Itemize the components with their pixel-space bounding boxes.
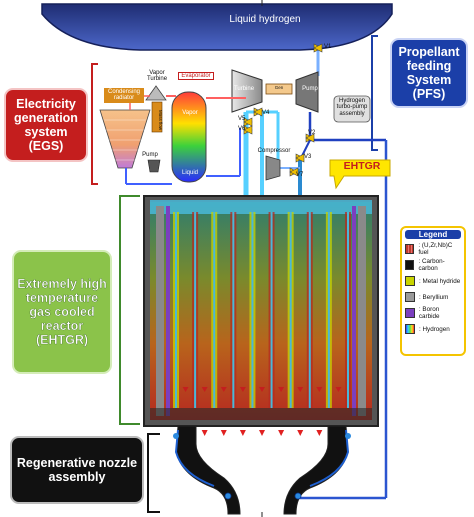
vapor-label: Vapor [182, 110, 198, 116]
flow-arrow [297, 387, 304, 392]
exhaust-arrow [220, 430, 227, 436]
exhaust-arrow [297, 430, 304, 436]
flow-arrow [278, 387, 285, 392]
coolant-channel [175, 212, 177, 408]
pump-pfs-label: Pump [302, 86, 318, 92]
coolant-channel [289, 212, 292, 408]
exhaust-arrow [259, 430, 265, 436]
nozzle-label: Regenerative nozzle assembly [10, 436, 144, 504]
flow-arrow [201, 387, 208, 392]
exhaust-arrow [201, 430, 208, 436]
legend: Legend : (U,Zr,Nb)C fuel : Carbon-carbon… [400, 226, 466, 356]
liquid-label: Liquid [181, 170, 198, 176]
valve-label: V1 [324, 44, 332, 50]
legend-item-beryllium: : Beryllium [405, 289, 461, 305]
ehtgr-long-label: Extremely high temperature gas cooled re… [12, 250, 112, 374]
legend-item-carbon: : Carbon-carbon [405, 257, 461, 273]
flow-arrow [259, 387, 265, 392]
compressor-label: Compressor [257, 148, 291, 154]
gen-small-label: Gen [274, 85, 284, 90]
liquid-hydrogen-label: Liquid hydrogen [229, 14, 301, 25]
evaporator-label: Evaporator [178, 72, 214, 81]
mass-flow-label: Mass flow [158, 110, 163, 131]
coolant-channel [270, 212, 273, 408]
flow-arrow [239, 387, 246, 392]
pump-egs-label: Pump [142, 152, 158, 158]
legend-item-hydrogen: : Hydrogen [405, 321, 461, 337]
coolant-channel [232, 212, 235, 408]
liquid-hydrogen-tank [41, 3, 393, 51]
flow-arrow [182, 387, 189, 392]
valve-label: V6 [238, 126, 246, 132]
valve-label: V2 [308, 130, 316, 136]
coolant-channel [194, 212, 197, 408]
exhaust-arrow [239, 430, 246, 436]
coolant-channel [251, 212, 254, 408]
valve-label: V5 [238, 116, 246, 122]
valve-label: V4 [262, 110, 270, 116]
coolant-channel [347, 212, 349, 408]
flow-arrow [316, 387, 323, 392]
flow-arrow [335, 387, 342, 392]
legend-item-boron-carbide: : Boron carbide [405, 305, 461, 321]
valve-label: V3 [304, 154, 312, 160]
ehtgr-label: EHTGR [343, 160, 381, 172]
turbine-label: Turbine [233, 86, 255, 92]
egs-label: Electricity generation system (EGS) [4, 88, 88, 162]
nozzle-wall-right [283, 425, 349, 515]
coolant-channel [213, 212, 216, 408]
exhaust-arrow [278, 430, 285, 436]
coolant-channel [327, 212, 330, 408]
legend-title: Legend [405, 230, 461, 239]
condensing-radiator-label: Condensing radiator [104, 88, 144, 103]
legend-item-fuel: : (U,Zr,Nb)C fuel [405, 241, 461, 257]
turbo-pump-label: Hydrogen turbo-pump assembly [336, 98, 368, 117]
vapor-turbine-label: Vapor Turbine [146, 70, 168, 83]
coolant-channel [308, 212, 311, 408]
flow-arrow [220, 387, 227, 392]
legend-item-metal-hydride: : Metal hydride [405, 273, 461, 289]
exhaust-arrow [316, 430, 323, 436]
pfs-label: Propellant feeding System (PFS) [390, 38, 468, 108]
nozzle-wall-left [175, 425, 241, 515]
valve-label: V7 [296, 172, 304, 178]
